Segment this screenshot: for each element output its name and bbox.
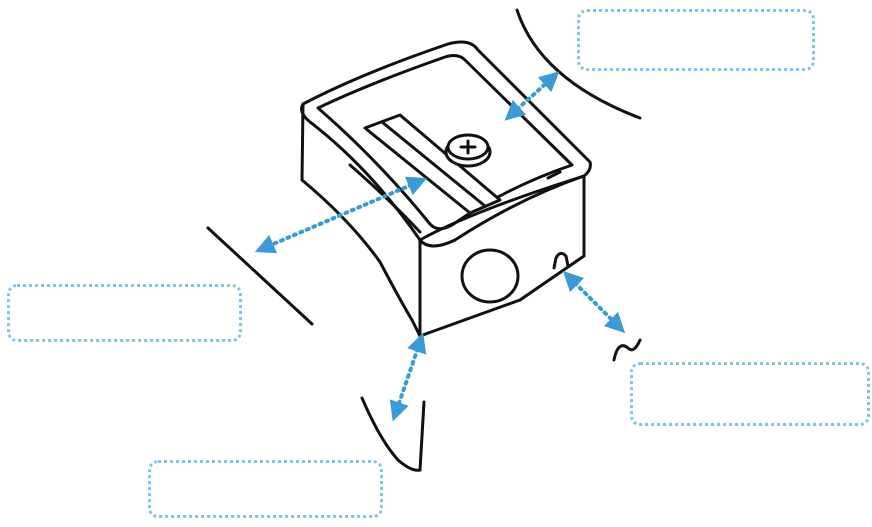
pencil-sharpener bbox=[302, 42, 591, 336]
answer-box-left[interactable] bbox=[7, 284, 242, 342]
answer-box-right[interactable] bbox=[630, 362, 870, 426]
arrow-right bbox=[570, 278, 618, 326]
answer-box-top-right[interactable] bbox=[577, 9, 815, 71]
answer-box-bottom[interactable] bbox=[148, 460, 383, 518]
arrow-bottom bbox=[396, 342, 420, 412]
